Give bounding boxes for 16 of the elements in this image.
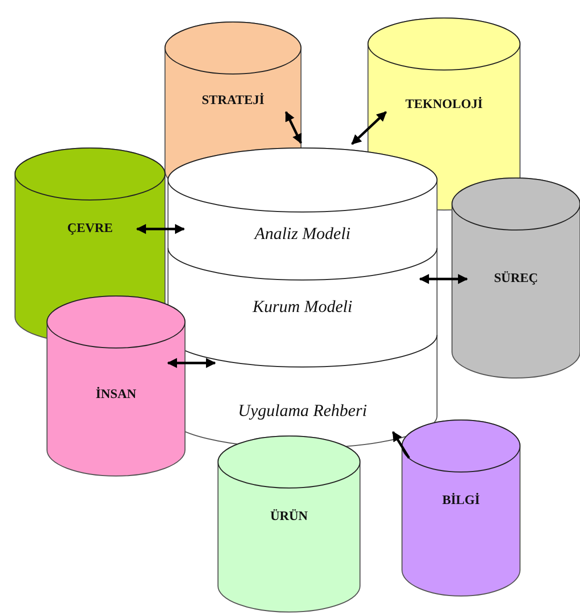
- cylinder-label: STRATEJİ: [200, 92, 266, 108]
- cylinder-label: SÜREÇ: [492, 270, 540, 286]
- cylinder-label: İNSAN: [94, 386, 138, 402]
- arrow: [284, 111, 302, 144]
- arrow: [392, 431, 410, 459]
- cylinder-label: ÇEVRE: [66, 220, 114, 236]
- layer-label: Uygulama Rehberi: [237, 401, 368, 421]
- arrow: [167, 358, 216, 368]
- arrow: [351, 111, 387, 145]
- arrow: [419, 274, 468, 284]
- layer-label: Analiz Modeli: [252, 224, 352, 244]
- cylinder-label: ÜRÜN: [269, 508, 309, 524]
- cylinder-label: TEKNOLOJİ: [404, 96, 484, 112]
- cylinder-label: BİLGİ: [441, 492, 481, 508]
- arrow: [136, 224, 185, 234]
- layer-label: Kurum Modeli: [252, 297, 354, 317]
